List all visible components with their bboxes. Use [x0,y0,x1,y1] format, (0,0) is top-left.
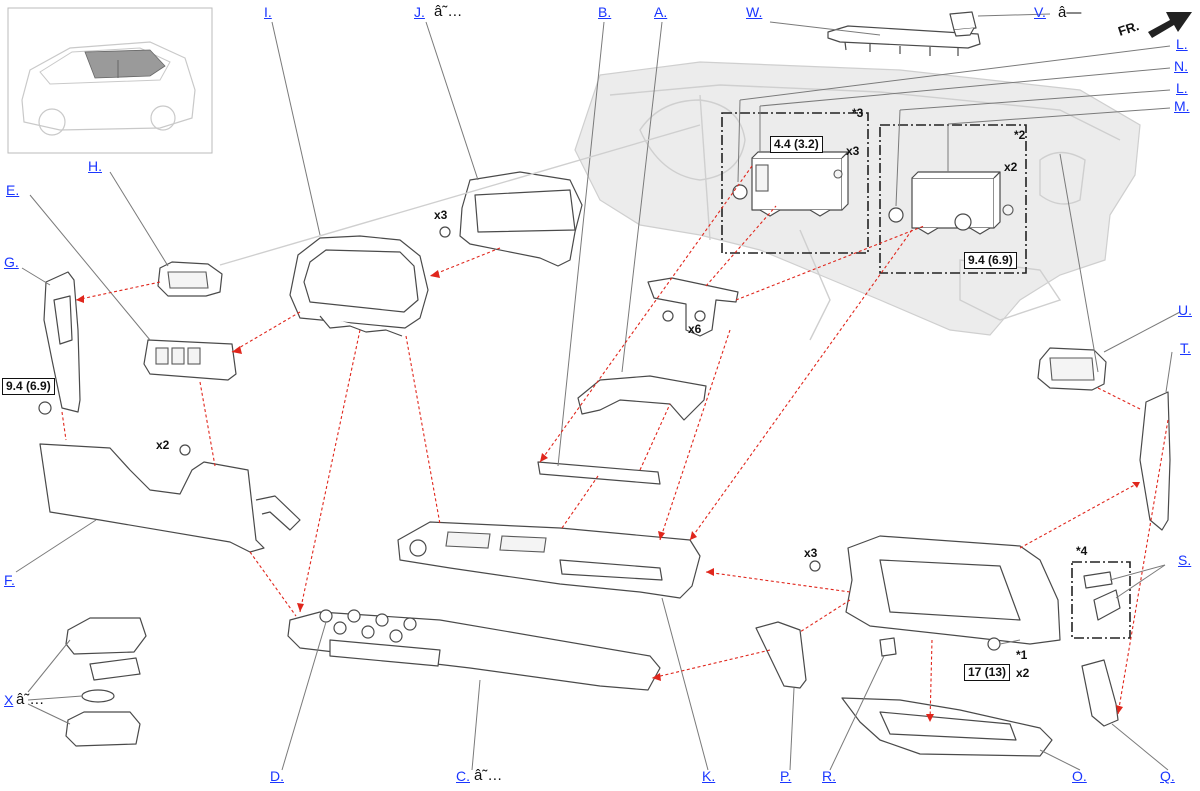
front-arrow-icon [1148,12,1192,38]
part-center-bracket [647,277,739,337]
part-i-cluster-finish-panel [289,235,429,337]
callout-u[interactable]: U. [1178,302,1192,318]
ghost-leader [219,124,701,266]
note-2: *2 [1014,128,1026,142]
part-p-side-cover [755,621,807,689]
part-e-switch-base [143,339,237,381]
part-o-glove-door [841,697,1053,757]
note-1: *1 [1016,648,1028,662]
callout-l-upper[interactable]: L. [1176,36,1188,52]
vehicle-thumbnail [7,7,213,154]
callout-o[interactable]: O. [1072,768,1087,784]
callout-h[interactable]: H. [88,158,102,174]
note-4: *4 [1076,544,1088,558]
part-b-trim-strip [537,461,661,485]
callout-c[interactable]: C. [456,768,470,784]
part-v-sensor [949,11,977,37]
qty-lower-left: x2 [156,438,170,452]
callout-w[interactable]: W. [746,4,763,20]
callout-i[interactable]: I. [264,4,272,20]
callout-v[interactable]: V. [1034,4,1046,20]
group-box-3 [721,112,869,254]
part-f-lower-panel [39,443,301,553]
part-x-key-parts [65,617,147,747]
callout-r[interactable]: R. [822,768,836,784]
part-audio-unit-2 [888,171,1014,235]
qty-bracket: x6 [688,322,702,336]
callout-j[interactable]: J. [414,4,425,20]
note-3: *3 [852,106,864,120]
part-glove-box-housing [809,535,1061,651]
part-w-defroster-nozzle [827,25,981,56]
callout-d[interactable]: D. [270,768,284,784]
callout-n[interactable]: N. [1174,58,1188,74]
part-a-upper-cover [577,375,707,421]
torque-audio: 9.4 (6.9) [964,252,1017,269]
part-r-clip [879,637,897,657]
assembly-arrows [61,165,1169,723]
callout-e[interactable]: E. [6,182,20,198]
callout-l-lower[interactable]: L. [1176,80,1188,96]
arrowheads [76,270,1140,722]
callout-a[interactable]: A. [654,4,668,20]
part-c-lower-center-panel [287,609,661,691]
part-u-side-register [1037,347,1107,391]
group-box-2 [879,124,1027,274]
part-t-side-panel [1139,391,1171,531]
part-j-combination-meter [439,171,583,267]
callout-x[interactable]: X [4,692,14,708]
qty-j-screws: x3 [434,208,448,222]
callout-k[interactable]: K. [702,768,716,784]
callout-p[interactable]: P. [780,768,792,784]
part-s-clip [1083,571,1121,621]
qty-audio-top: x3 [846,144,860,158]
callout-c-suffix: â˜… [474,767,503,784]
part-h-side-register [157,261,223,297]
torque-glove-box: 17 (13) [964,664,1011,681]
callout-m[interactable]: M. [1174,98,1190,114]
torque-left-panel: 9.4 (6.9) [2,378,55,395]
part-k-center-panel [397,521,701,599]
callout-j-suffix: â˜… [434,3,463,20]
qty-audio-2: x2 [1004,160,1018,174]
callout-s[interactable]: S. [1178,552,1192,568]
callout-x-suffix: â˜… [16,691,45,708]
group-box-4 [1071,561,1131,639]
part-g-side-panel [38,271,81,415]
callout-t[interactable]: T. [1180,340,1191,356]
torque-audio-top: 4.4 (3.2) [770,136,823,153]
callout-f[interactable]: F. [4,572,15,588]
qty-glove-bolts: x2 [1016,666,1030,680]
callout-g[interactable]: G. [4,254,19,270]
callout-b[interactable]: B. [598,4,612,20]
leader-lines [15,13,1181,771]
qty-glove-screws: x3 [804,546,818,560]
part-audio-unit-3 [732,151,849,217]
callout-q[interactable]: Q. [1160,768,1175,784]
part-q-side-cover [1081,659,1119,727]
callout-v-suffix: â— [1058,4,1082,21]
